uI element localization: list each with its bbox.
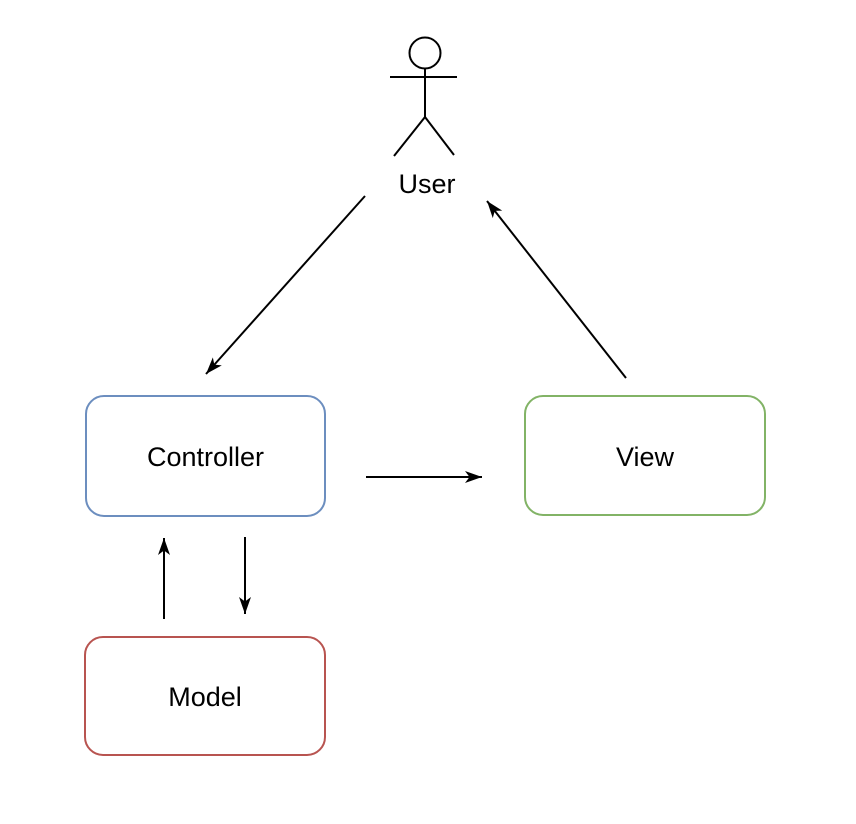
actor-user-label: User bbox=[398, 169, 455, 199]
view-label: View bbox=[616, 442, 675, 472]
stick-figure-head bbox=[408, 36, 442, 70]
edge-user-to-controller bbox=[205, 195, 366, 375]
actor-user: User bbox=[390, 36, 457, 199]
node-controller: Controller bbox=[85, 395, 326, 517]
view-box bbox=[524, 395, 766, 516]
stick-figure-leg-right bbox=[424, 116, 455, 156]
node-model: Model bbox=[84, 636, 326, 756]
stick-figure-icon bbox=[390, 36, 457, 157]
model-box bbox=[84, 636, 326, 756]
model-label: Model bbox=[168, 682, 242, 712]
controller-box bbox=[85, 395, 326, 517]
edge-view-to-user bbox=[486, 200, 627, 379]
controller-label: Controller bbox=[147, 442, 264, 472]
node-view: View bbox=[524, 395, 766, 516]
stick-figure-leg-left bbox=[393, 116, 426, 157]
